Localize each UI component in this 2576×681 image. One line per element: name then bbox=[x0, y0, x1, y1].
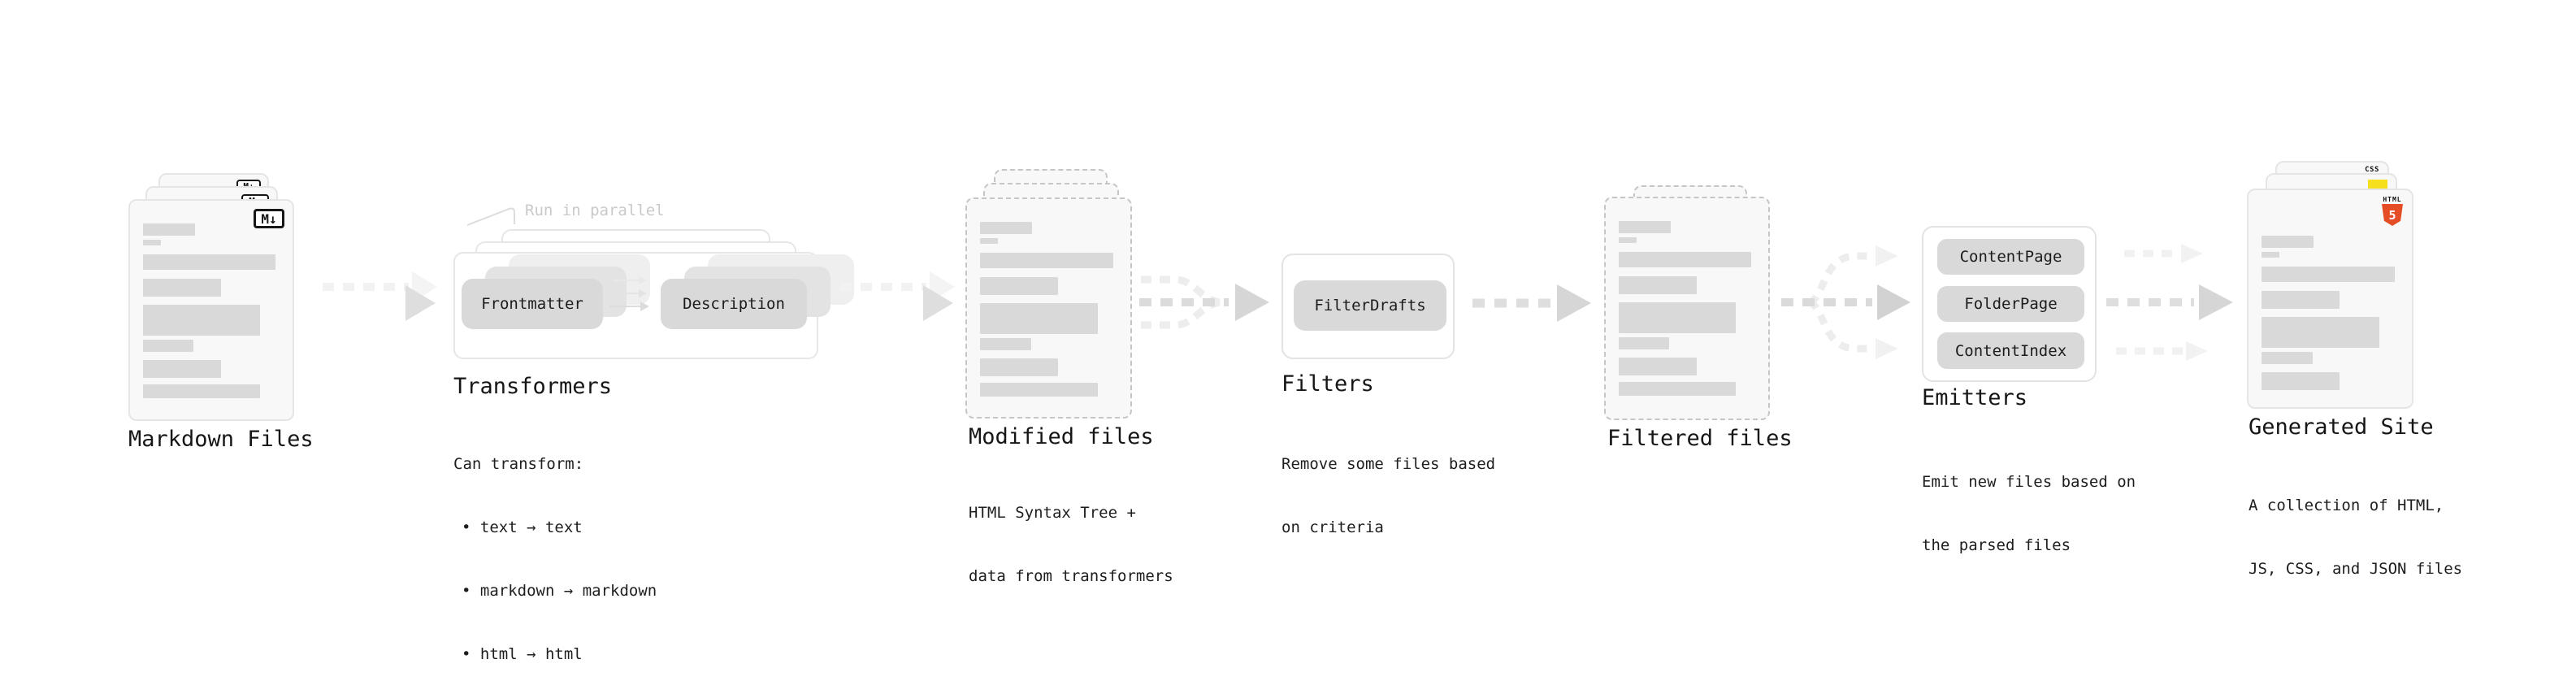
filters-sub-line: Remove some files based bbox=[1281, 455, 1496, 473]
generated-site-label: Generated Site bbox=[2249, 414, 2434, 440]
markdown-files-label: Markdown Files bbox=[128, 427, 314, 452]
converging-dashed-arrow-icon bbox=[1139, 275, 1269, 329]
css-badge-label: CSS bbox=[2365, 166, 2379, 174]
markdown-icon: M↓ bbox=[254, 209, 284, 228]
filters-description: Remove some files based on criteria bbox=[1281, 411, 1495, 580]
placeholder-bar bbox=[143, 279, 221, 297]
modified-files-stack bbox=[965, 169, 1132, 419]
placeholder-bar bbox=[143, 254, 275, 270]
dashed-arrow-icon bbox=[1472, 284, 1591, 322]
emitter-pill-contentpage: ContentPage bbox=[1937, 239, 2084, 275]
placeholder-bar bbox=[980, 358, 1059, 376]
placeholder-bar bbox=[1619, 358, 1697, 375]
transformers-description: Can transform: • text → text • markdown … bbox=[453, 411, 657, 681]
html5-badge-shield: 5 bbox=[2382, 204, 2403, 226]
placeholder-bar bbox=[980, 253, 1113, 268]
placeholder-bar bbox=[2262, 291, 2340, 309]
doc-placeholder-content bbox=[980, 222, 1117, 397]
transformers-intro: Can transform: bbox=[453, 455, 584, 473]
generated-site-sub-line: JS, CSS, and JSON files bbox=[2249, 560, 2463, 578]
triple-dashed-arrow-icon bbox=[2106, 244, 2233, 361]
placeholder-bar bbox=[1619, 252, 1751, 267]
filtered-files-stack bbox=[1604, 185, 1770, 421]
doc-placeholder-content bbox=[143, 223, 280, 398]
filter-pill-filterdrafts: FilterDrafts bbox=[1294, 280, 1446, 331]
transformer-capability: • text → text bbox=[462, 518, 583, 536]
emitter-pill-contentindex: ContentIndex bbox=[1937, 332, 2084, 369]
placeholder-bar bbox=[143, 340, 194, 352]
placeholder-bar bbox=[2262, 372, 2340, 390]
emitters-card: ContentPage FolderPage ContentIndex bbox=[1922, 226, 2097, 382]
modified-files-label: Modified files bbox=[969, 424, 1154, 449]
doc-card-front: M↓ bbox=[128, 199, 294, 421]
parallel-arrows-icon bbox=[609, 276, 649, 311]
transformer-pill-frontmatter: Frontmatter bbox=[462, 279, 603, 329]
modified-files-sub-line: HTML Syntax Tree + bbox=[969, 504, 1136, 522]
placeholder-bar bbox=[2262, 236, 2314, 248]
emitters-sub-line: the parsed files bbox=[1922, 536, 2071, 554]
filtered-files-label: Filtered files bbox=[1607, 426, 1793, 451]
placeholder-bar bbox=[2262, 352, 2313, 364]
emitters-description: Emit new files based on the parsed files bbox=[1922, 429, 2136, 598]
placeholder-bar bbox=[1619, 302, 1737, 333]
doc-card-front: HTML 5 bbox=[2247, 189, 2413, 409]
transformer-capability: • html → html bbox=[462, 645, 583, 663]
filters-sub-line: on criteria bbox=[1281, 518, 1384, 536]
placeholder-bar bbox=[143, 360, 221, 378]
dashed-arrow-icon bbox=[308, 271, 437, 321]
generated-site-sub-line: A collection of HTML, bbox=[2249, 497, 2444, 514]
placeholder-bar bbox=[980, 238, 998, 244]
generated-site-description: A collection of HTML, JS, CSS, and JSON … bbox=[2249, 453, 2462, 622]
filters-card: FilterDrafts bbox=[1281, 254, 1455, 359]
placeholder-bar bbox=[2262, 317, 2380, 348]
html5-file-icon: HTML 5 bbox=[2381, 196, 2404, 226]
modified-files-description: HTML Syntax Tree + data from transformer… bbox=[969, 460, 1173, 629]
diverging-dashed-arrow-icon bbox=[1781, 245, 1910, 359]
doc-card-front bbox=[1604, 197, 1770, 420]
js-file-icon bbox=[2368, 180, 2387, 191]
modified-files-sub-line: data from transformers bbox=[969, 567, 1173, 585]
placeholder-bar bbox=[980, 383, 1099, 397]
placeholder-bar bbox=[143, 384, 261, 398]
placeholder-bar bbox=[980, 277, 1059, 295]
emitters-sub-line: Emit new files based on bbox=[1922, 473, 2136, 491]
transformers-label: Transformers bbox=[453, 374, 613, 399]
placeholder-bar bbox=[143, 223, 195, 236]
generated-site-stack: CSS HTML 5 bbox=[2247, 161, 2413, 409]
run-in-parallel-note: Run in parallel bbox=[525, 202, 665, 219]
transformer-pill-description: Description bbox=[661, 279, 807, 329]
placeholder-bar bbox=[980, 303, 1099, 334]
placeholder-bar bbox=[980, 338, 1031, 350]
placeholder-bar bbox=[1619, 221, 1671, 233]
placeholder-bar bbox=[1619, 337, 1670, 349]
callout-leader-line-icon bbox=[466, 207, 515, 226]
placeholder-bar bbox=[980, 222, 1033, 234]
doc-placeholder-content bbox=[1619, 221, 1755, 396]
placeholder-bar bbox=[143, 240, 161, 245]
html5-badge-label: HTML bbox=[2383, 196, 2402, 203]
emitter-pill-folderpage: FolderPage bbox=[1937, 286, 2084, 322]
emitters-label: Emitters bbox=[1922, 385, 2028, 410]
placeholder-bar bbox=[1619, 276, 1697, 294]
doc-card-front bbox=[965, 197, 1132, 419]
placeholder-bar bbox=[143, 305, 261, 336]
transformer-capability: • markdown → markdown bbox=[462, 582, 657, 600]
dashed-arrow-icon bbox=[826, 271, 955, 321]
placeholder-bar bbox=[1619, 237, 1637, 243]
markdown-files-stack: M↓ M↓ M↓ bbox=[128, 173, 294, 421]
placeholder-bar bbox=[2262, 267, 2395, 282]
filters-label: Filters bbox=[1281, 371, 1374, 397]
placeholder-bar bbox=[1619, 382, 1737, 396]
doc-placeholder-content bbox=[2262, 236, 2399, 390]
placeholder-bar bbox=[2262, 252, 2279, 258]
